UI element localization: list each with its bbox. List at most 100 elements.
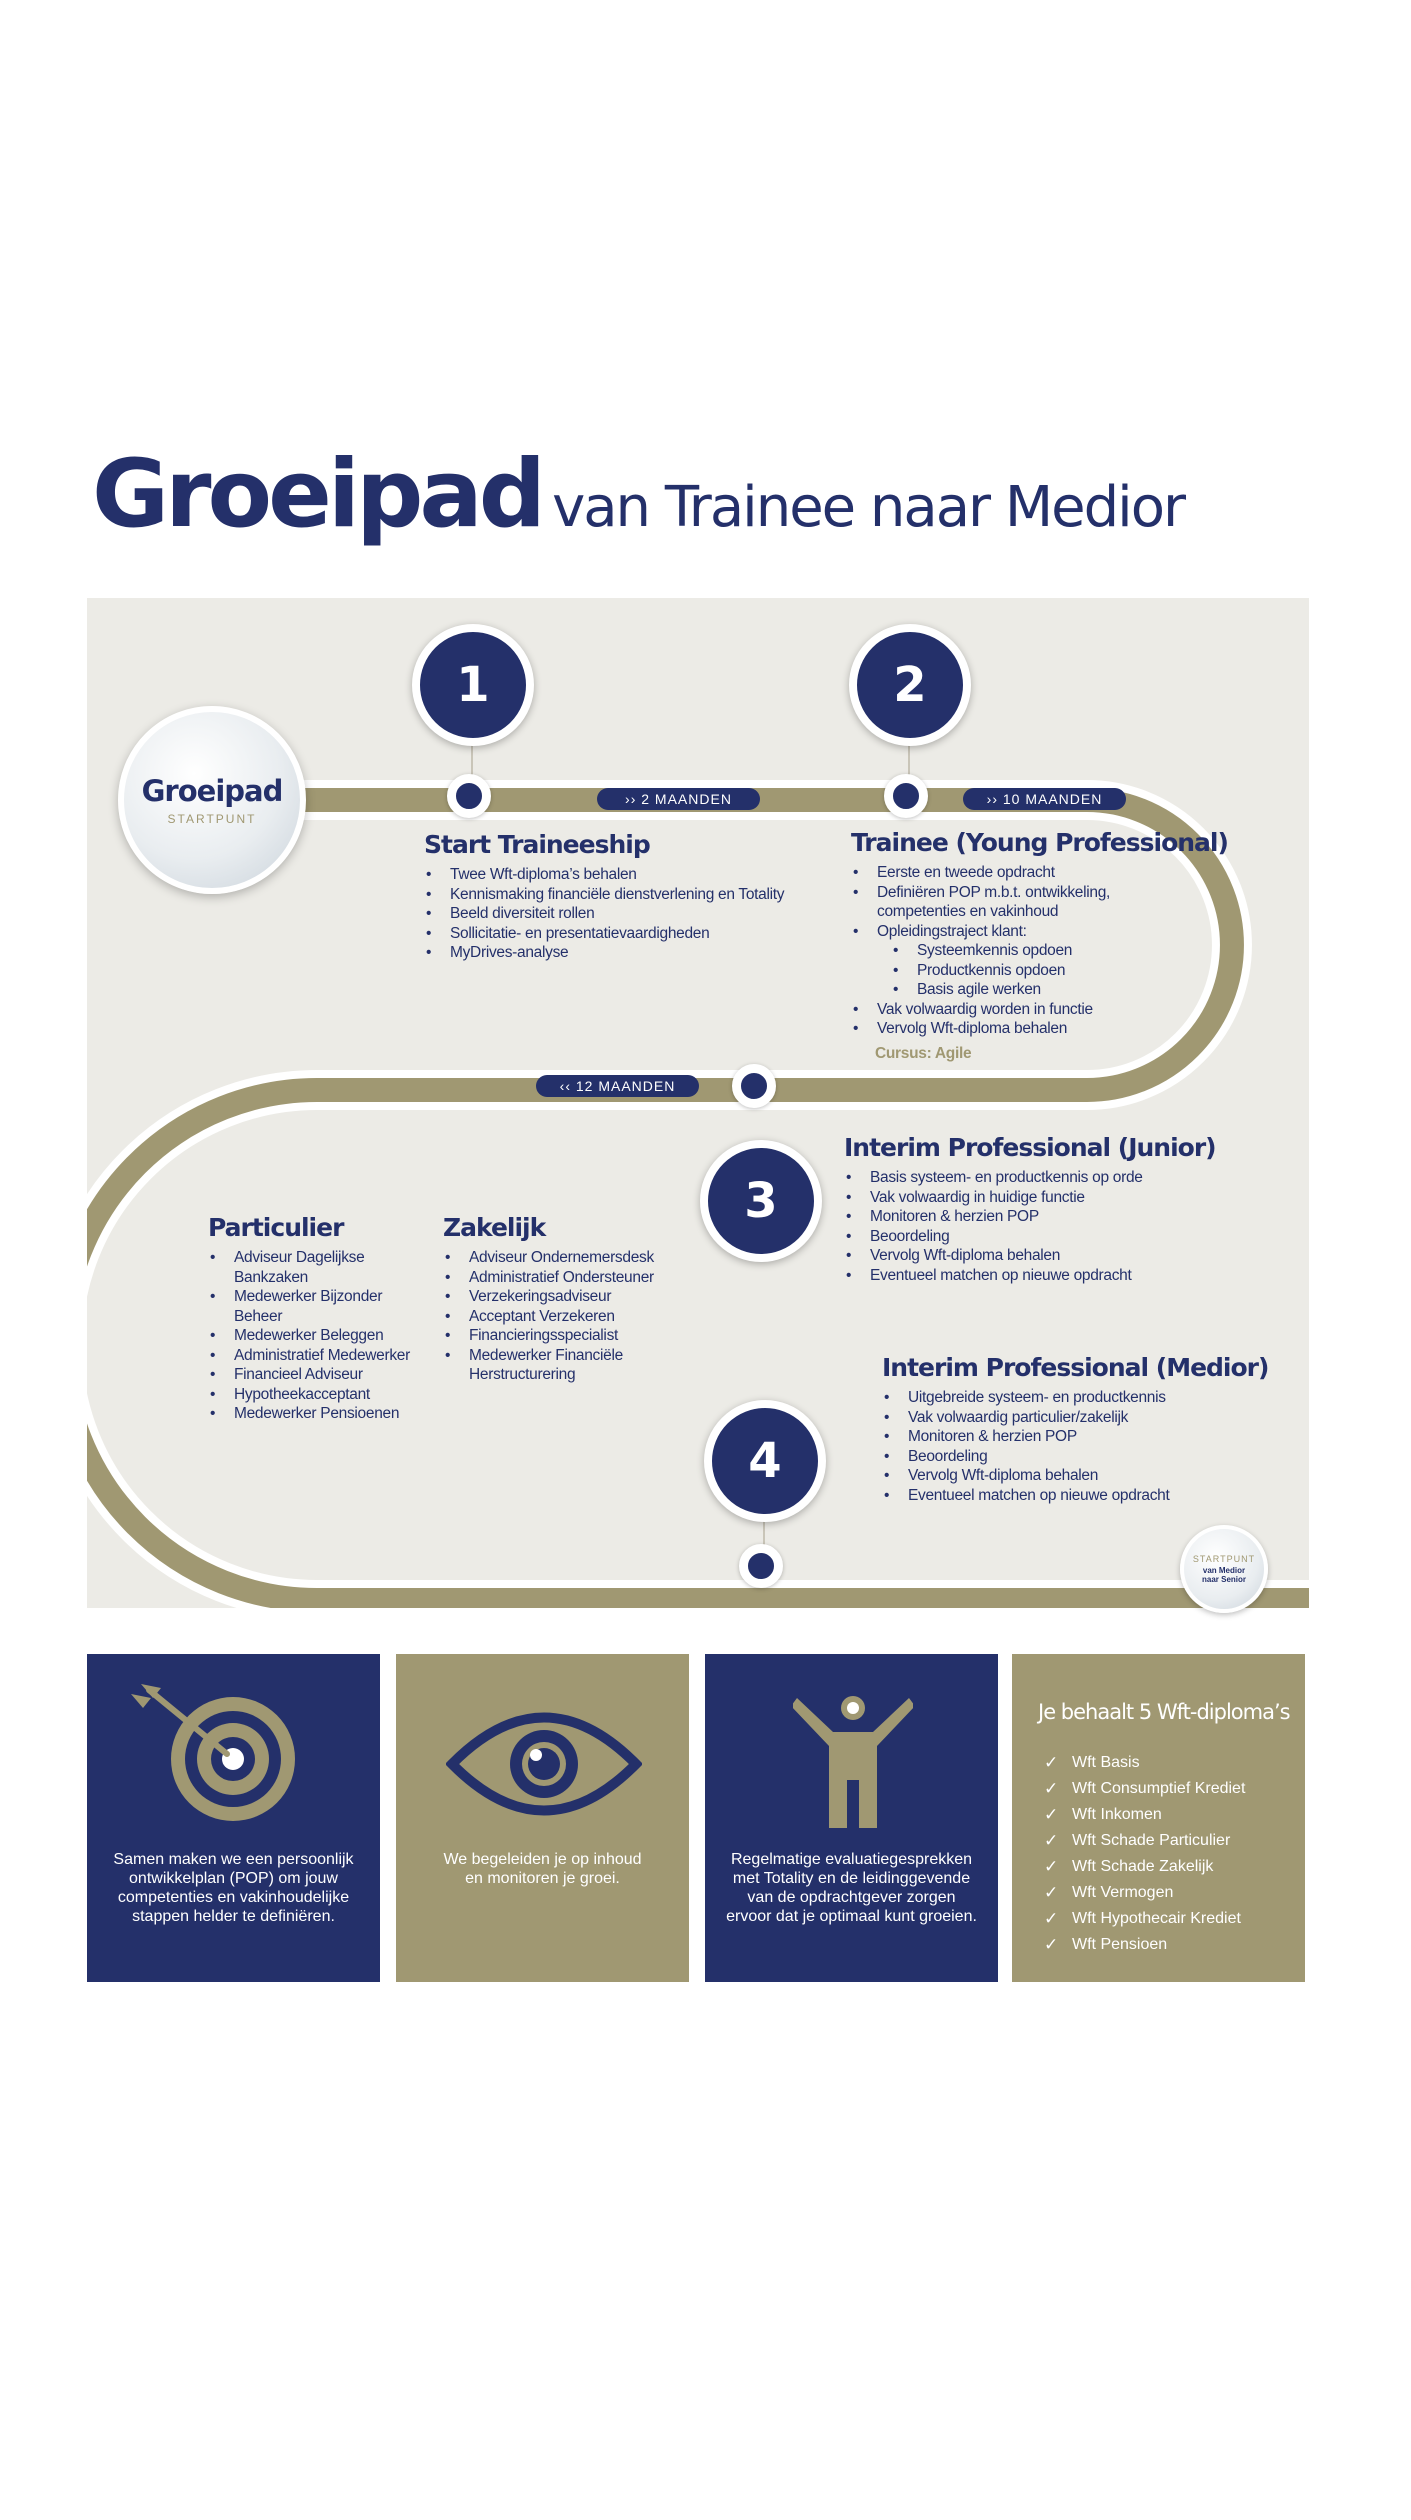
list-item: Vervolg Wft-diploma behalen bbox=[844, 1246, 1244, 1266]
list-item: Administratief Ondersteuner bbox=[443, 1268, 678, 1288]
duration-pill: ›› 2 MAANDEN bbox=[597, 788, 760, 810]
step-4-block: Interim Professional (Medior) Uitgebreid… bbox=[882, 1353, 1282, 1505]
list-item: Eerste en tweede opdracht bbox=[851, 863, 1151, 883]
road-path bbox=[87, 780, 1309, 1608]
list-item: ✓Wft Schade Particulier bbox=[1042, 1828, 1245, 1854]
list-item: Sollicitatie- en presentatievaardigheden bbox=[424, 924, 814, 944]
zakelijk-block: Zakelijk Adviseur Ondernemersdesk Admini… bbox=[443, 1213, 678, 1385]
start-badge: Groeipad STARTPUNT bbox=[118, 706, 306, 894]
list-item: Vak volwaardig in huidige functie bbox=[844, 1188, 1244, 1208]
list-item: MyDrives-analyse bbox=[424, 943, 814, 963]
person-icon bbox=[791, 1692, 915, 1837]
list-item: Basis systeem- en productkennis op orde bbox=[844, 1168, 1244, 1188]
check-icon: ✓ bbox=[1044, 1753, 1059, 1772]
duration-pill: ‹‹ 12 MAANDEN bbox=[536, 1075, 699, 1097]
step-2-title: Trainee (Young Professional) bbox=[851, 828, 1229, 857]
list-item: ✓Wft Vermogen bbox=[1042, 1880, 1245, 1906]
step-number-2: 2 bbox=[849, 624, 971, 746]
title-sub: van Trainee naar Medior bbox=[552, 475, 1186, 540]
list-item: Definiëren POP m.b.t. ontwikkeling, comp… bbox=[851, 883, 1151, 922]
connector-line bbox=[471, 740, 473, 790]
start-badge-subtitle: STARTPUNT bbox=[167, 812, 257, 826]
list-item: Kennismaking financiële dienstverlening … bbox=[424, 885, 814, 905]
step-number-1: 1 bbox=[412, 624, 534, 746]
tile-diplomas: Je behaalt 5 Wft-diploma’s ✓Wft Basis ✓W… bbox=[1012, 1654, 1305, 1982]
timeline-dot bbox=[447, 774, 491, 818]
check-icon: ✓ bbox=[1044, 1831, 1059, 1850]
list-item: ✓Wft Consumptief Krediet bbox=[1042, 1776, 1245, 1802]
timeline-dot bbox=[884, 774, 928, 818]
list-item: Vervolg Wft-diploma behalen bbox=[851, 1019, 1151, 1039]
timeline-dot bbox=[739, 1544, 783, 1588]
duration-pill: ›› 10 MAANDEN bbox=[963, 788, 1126, 810]
list-item: ✓Wft Schade Zakelijk bbox=[1042, 1854, 1245, 1880]
list-item: ✓Wft Pensioen bbox=[1042, 1932, 1245, 1958]
end-badge: STARTPUNT van Medior naar Senior bbox=[1180, 1525, 1268, 1613]
step-1-block: Start Traineeship Twee Wft-diploma’s beh… bbox=[424, 830, 814, 963]
list-subitem: Productkennis opdoen bbox=[851, 961, 1151, 981]
particulier-block: Particulier Adviseur Dagelijkse Bankzake… bbox=[208, 1213, 433, 1424]
title-main: Groeipad bbox=[92, 440, 546, 549]
tile-pop: Samen maken we een persoonlijk ontwikkel… bbox=[87, 1654, 380, 1982]
list-item: Vervolg Wft-diploma behalen bbox=[882, 1466, 1282, 1486]
list-item: ✓Wft Hypothecair Krediet bbox=[1042, 1906, 1245, 1932]
list-item: Vak volwaardig worden in functie bbox=[851, 1000, 1151, 1020]
check-icon: ✓ bbox=[1044, 1935, 1059, 1954]
list-item: Vak volwaardig particulier/zakelijk bbox=[882, 1408, 1282, 1428]
list-item: Medewerker Beleggen bbox=[208, 1326, 433, 1346]
tile-text: Regelmatige evaluatiegesprekken met Tota… bbox=[726, 1851, 977, 1925]
list-item: Monitoren & herzien POP bbox=[844, 1207, 1244, 1227]
tile-evaluation: Regelmatige evaluatiegesprekken met Tota… bbox=[705, 1654, 998, 1982]
list-item: Financieel Adviseur bbox=[208, 1365, 433, 1385]
tile-text: Samen maken we een persoonlijk ontwikkel… bbox=[113, 1851, 354, 1925]
course-label: Cursus: Agile bbox=[875, 1044, 972, 1062]
end-badge-subtitle: van Medior naar Senior bbox=[1201, 1566, 1246, 1584]
step-number-3: 3 bbox=[700, 1140, 822, 1262]
target-icon bbox=[127, 1684, 307, 1829]
list-item: ✓Wft Basis bbox=[1042, 1750, 1245, 1776]
list-item: Verzekeringsadviseur bbox=[443, 1287, 678, 1307]
list-item: Adviseur Ondernemersdesk bbox=[443, 1248, 678, 1268]
list-item: Administratief Medewerker bbox=[208, 1346, 433, 1366]
list-item: Acceptant Verzekeren bbox=[443, 1307, 678, 1327]
check-icon: ✓ bbox=[1044, 1883, 1059, 1902]
list-item: ✓Wft Inkomen bbox=[1042, 1802, 1245, 1828]
eye-icon bbox=[444, 1709, 644, 1824]
list-item: Medewerker Bijzonder Beheer bbox=[208, 1287, 433, 1326]
tile-text: We begeleiden je op inhoud en monitoren … bbox=[443, 1851, 642, 1887]
list-item: Twee Wft-diploma’s behalen bbox=[424, 865, 814, 885]
check-icon: ✓ bbox=[1044, 1805, 1059, 1824]
connector-line bbox=[908, 740, 910, 790]
list-item: Monitoren & herzien POP bbox=[882, 1427, 1282, 1447]
timeline-dot bbox=[732, 1064, 776, 1108]
diplomas-title: Je behaalt 5 Wft-diploma’s bbox=[1038, 1700, 1291, 1724]
list-item: Beoordeling bbox=[882, 1447, 1282, 1467]
list-item: Hypotheekacceptant bbox=[208, 1385, 433, 1405]
tile-coaching: We begeleiden je op inhoud en monitoren … bbox=[396, 1654, 689, 1982]
list-item: Beeld diversiteit rollen bbox=[424, 904, 814, 924]
list-item: Opleidingstraject klant: bbox=[851, 922, 1151, 942]
step-4-title: Interim Professional (Medior) bbox=[882, 1353, 1269, 1382]
diplomas-list: ✓Wft Basis ✓Wft Consumptief Krediet ✓Wft… bbox=[1042, 1750, 1245, 1958]
list-subitem: Systeemkennis opdoen bbox=[851, 941, 1151, 961]
step-2-block: Trainee (Young Professional) Eerste en t… bbox=[851, 828, 1229, 1063]
check-icon: ✓ bbox=[1044, 1857, 1059, 1876]
check-icon: ✓ bbox=[1044, 1779, 1059, 1798]
zakelijk-title: Zakelijk bbox=[443, 1213, 546, 1242]
list-item: Eventueel matchen op nieuwe opdracht bbox=[882, 1486, 1282, 1506]
check-icon: ✓ bbox=[1044, 1909, 1059, 1928]
step-3-title: Interim Professional (Junior) bbox=[844, 1133, 1217, 1162]
list-item: Adviseur Dagelijkse Bankzaken bbox=[208, 1248, 433, 1287]
list-item: Financieringsspecialist bbox=[443, 1326, 678, 1346]
end-badge-title: STARTPUNT bbox=[1192, 1554, 1256, 1564]
step-number-4: 4 bbox=[704, 1400, 826, 1522]
step-1-title: Start Traineeship bbox=[424, 830, 651, 859]
start-badge-title: Groeipad bbox=[141, 774, 284, 808]
particulier-title: Particulier bbox=[208, 1213, 344, 1242]
list-item: Medewerker Pensioenen bbox=[208, 1404, 433, 1424]
list-item: Medewerker Financiële Herstructurering bbox=[443, 1346, 678, 1385]
list-item: Uitgebreide systeem- en productkennis bbox=[882, 1388, 1282, 1408]
list-item: Eventueel matchen op nieuwe opdracht bbox=[844, 1266, 1244, 1286]
list-subitem: Basis agile werken bbox=[851, 980, 1151, 1000]
